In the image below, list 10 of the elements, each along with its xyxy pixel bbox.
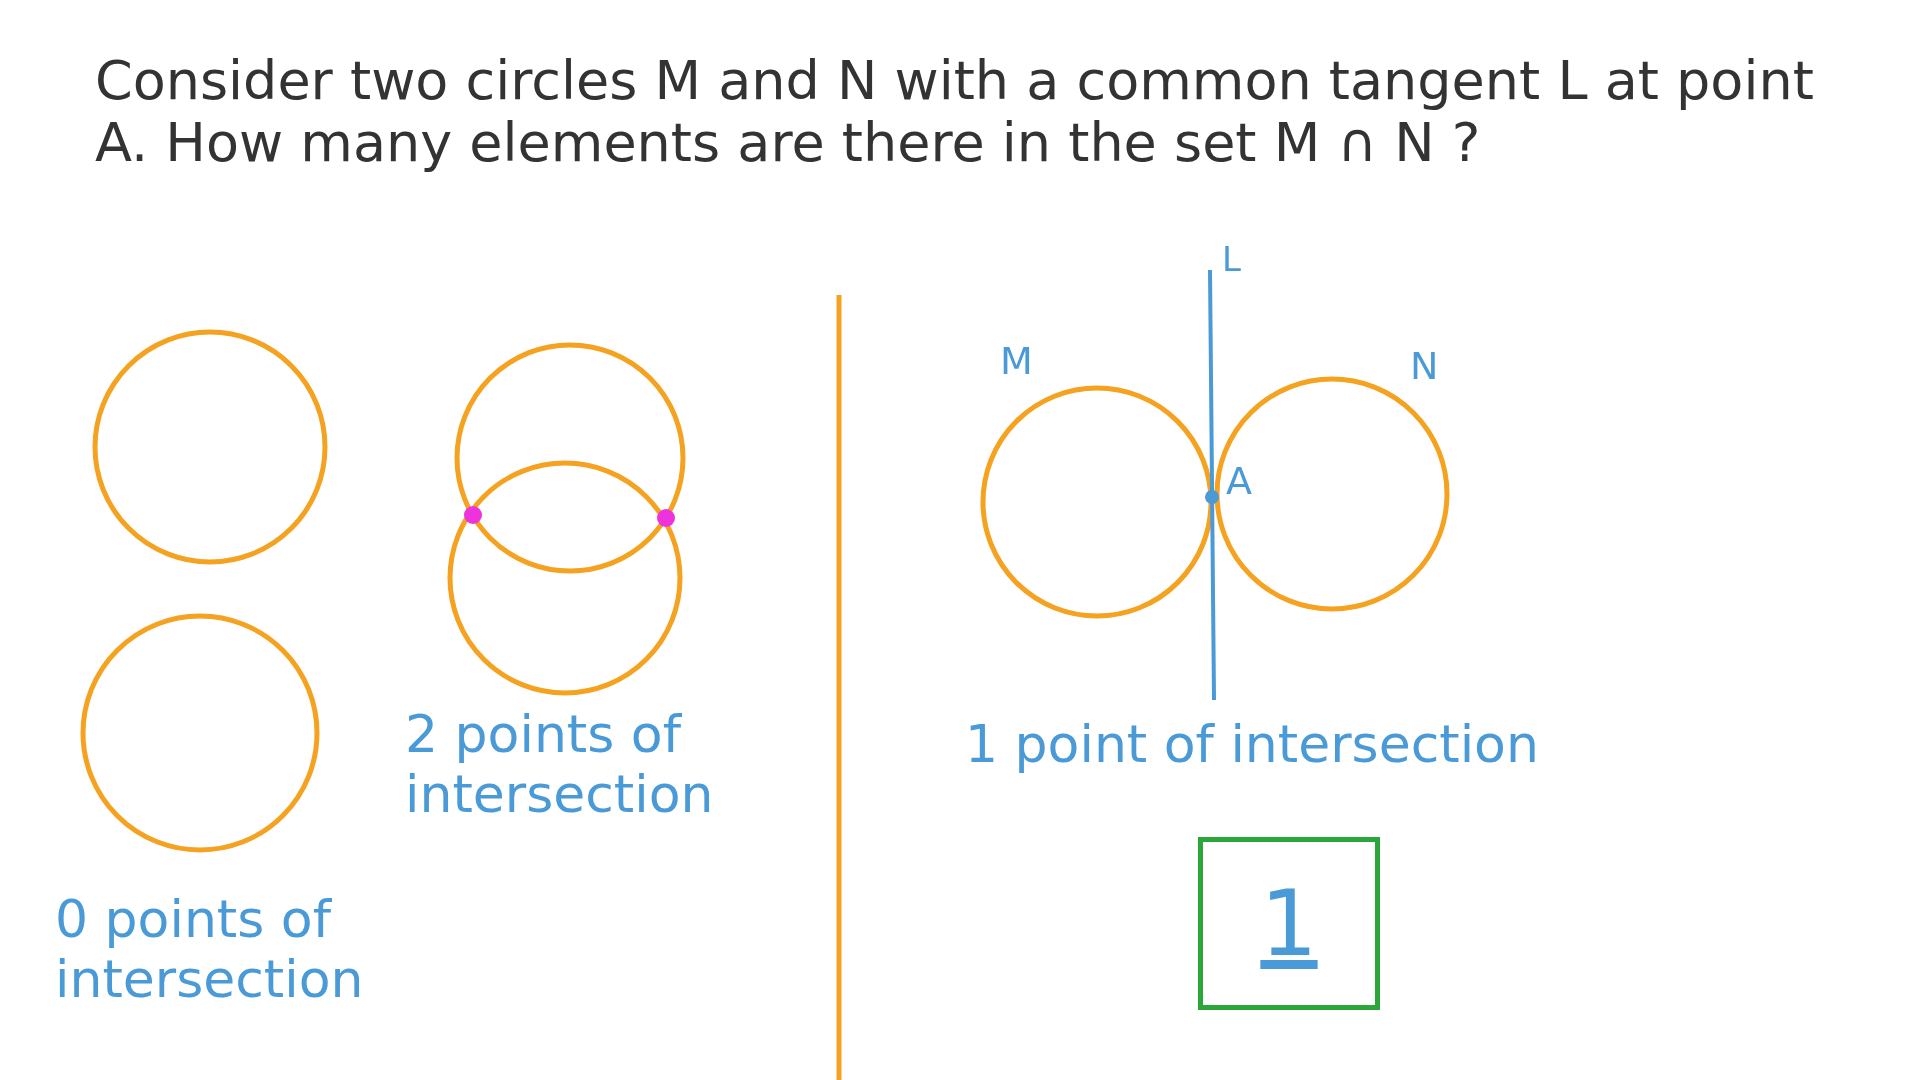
circle-label: M — [1000, 340, 1033, 384]
circle-label: N — [1410, 345, 1439, 389]
answer-box — [1198, 837, 1380, 1010]
caption: 2 points of intersection — [405, 705, 715, 825]
answer-number: 1 — [1260, 871, 1318, 976]
caption: 0 points of intersection — [55, 890, 365, 1010]
point-label: A — [1226, 460, 1252, 504]
line-label: L — [1222, 240, 1241, 280]
caption: 1 point of intersection — [965, 715, 1539, 775]
question-text: Consider two circles M and N with a common tangent L at point A. How many elements are there in the set M ∩ N ? — [95, 50, 1815, 174]
